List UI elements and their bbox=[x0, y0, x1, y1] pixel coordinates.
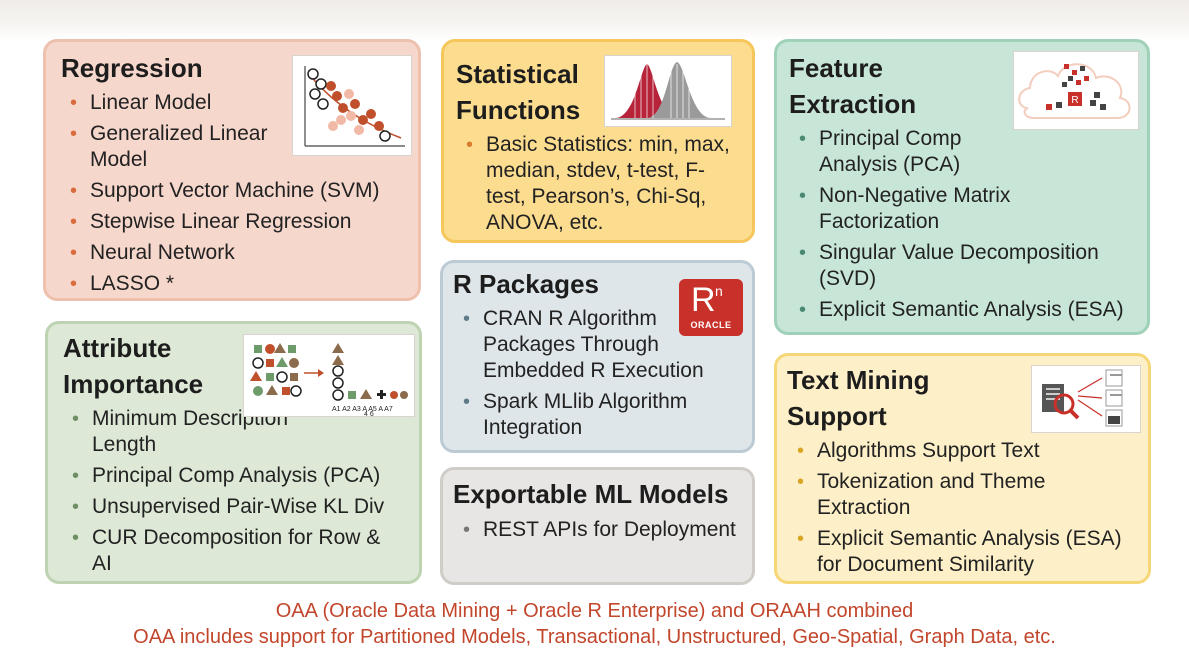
rpackages-list: CRAN R Algorithm Packages Through Embedd… bbox=[455, 306, 745, 446]
footer-line-2: OAA includes support for Partitioned Mod… bbox=[133, 626, 1056, 648]
list-item: Explicit Semantic Analysis (ESA) bbox=[791, 297, 1131, 323]
footer-line-1: OAA (Oracle Data Mining + Oracle R Enter… bbox=[275, 600, 914, 622]
list-item: Principal Comp Analysis (PCA) bbox=[64, 463, 409, 489]
list-item: Algorithms Support Text bbox=[789, 438, 1144, 464]
textmining-list: Algorithms Support Text Tokenization and… bbox=[789, 438, 1144, 583]
statistical-title-line1: Statistical bbox=[456, 59, 579, 89]
list-item: Basic Statistics: min, max, median, stde… bbox=[458, 132, 743, 236]
list-item: CUR Decomposition for Row & AI bbox=[64, 525, 392, 577]
svg-text:R: R bbox=[1071, 95, 1078, 106]
list-item: Stepwise Linear Regression bbox=[62, 209, 402, 235]
distribution-curve-icon bbox=[611, 62, 725, 120]
document-search-icon bbox=[1042, 369, 1123, 427]
list-item: Non-Negative Matrix Factorization bbox=[791, 183, 1049, 235]
list-item: Unsupervised Pair-Wise KL Div bbox=[64, 494, 409, 520]
feature-title-line2: Extraction bbox=[789, 89, 917, 119]
header-band bbox=[0, 0, 1189, 40]
feature-extraction-panel: Feature Extraction Principal Comp Analys… bbox=[774, 39, 1150, 335]
statistical-title-line2: Functions bbox=[456, 95, 581, 125]
attribute-thumbnail: A1 A2 A3 A A5 A A7 4 6 bbox=[243, 334, 415, 418]
feature-title-line1: Feature bbox=[789, 53, 883, 83]
attribute-title-line2: Importance bbox=[63, 369, 204, 399]
feature-cloud-thumbnail: R bbox=[1013, 51, 1139, 130]
attribute-list: Minimum Description Length Principal Com… bbox=[64, 406, 409, 582]
distribution-thumbnail bbox=[604, 55, 732, 127]
list-item: REST APIs for Deployment bbox=[455, 517, 750, 543]
attribute-importance-panel: Attribute Importance Minimum Description… bbox=[45, 321, 422, 584]
list-item: Principal Comp Analysis (PCA) bbox=[791, 126, 1009, 178]
regression-panel: Regression Linear Model Generalized Line… bbox=[43, 39, 421, 301]
list-item: Minimum Description Length bbox=[64, 406, 302, 458]
exportable-models-panel: Exportable ML Models REST APIs for Deplo… bbox=[440, 467, 755, 585]
scatter-plot-icon bbox=[304, 66, 405, 147]
r-packages-panel: R Packages CRAN R Algorithm Packages Thr… bbox=[440, 260, 755, 453]
exportable-title: Exportable ML Models bbox=[453, 479, 729, 509]
attribute-title-line1: Attribute bbox=[63, 333, 172, 363]
regression-list: Linear Model Generalized Linear Model Su… bbox=[62, 90, 402, 302]
oracle-r-logo-wordmark: ORACLE bbox=[690, 320, 732, 330]
statistical-list: Basic Statistics: min, max, median, stde… bbox=[458, 132, 743, 241]
list-item: LASSO * bbox=[62, 271, 402, 297]
oracle-r-logo-superscript: n bbox=[715, 283, 723, 299]
list-item: CRAN R Algorithm Packages Through Embedd… bbox=[455, 306, 733, 384]
list-item: Generalized Linear Model bbox=[62, 121, 290, 173]
text-mining-thumbnail bbox=[1031, 365, 1141, 433]
list-item: Singular Value Decomposition (SVD) bbox=[791, 240, 1129, 292]
list-item: Neural Network bbox=[62, 240, 402, 266]
oracle-r-logo: R n ORACLE bbox=[679, 279, 743, 336]
regression-scatter-thumbnail bbox=[292, 55, 412, 156]
list-item: Support Vector Machine (SVM) bbox=[62, 178, 402, 204]
feature-list: Principal Comp Analysis (PCA) Non-Negati… bbox=[791, 126, 1131, 328]
rpackages-title: R Packages bbox=[453, 269, 599, 299]
svg-text:A1 A2 A3 A A5 A A7: A1 A2 A3 A A5 A A7 bbox=[332, 406, 393, 413]
svg-text:4 6: 4 6 bbox=[364, 411, 374, 416]
text-mining-panel: Text Mining Support Algorithms Support T… bbox=[774, 353, 1151, 584]
textmining-title-line2: Support bbox=[787, 401, 887, 431]
exportable-list: REST APIs for Deployment bbox=[455, 517, 750, 548]
oracle-r-logo-letter: R bbox=[691, 281, 716, 319]
list-item: Explicit Semantic Analysis (ESA) for Doc… bbox=[789, 526, 1144, 578]
list-item: Linear Model bbox=[62, 90, 402, 116]
statistical-functions-panel: Statistical Functions Basic Statistics: … bbox=[441, 39, 755, 243]
cloud-data-icon: R bbox=[1018, 63, 1131, 119]
list-item: Tokenization and Theme Extraction bbox=[789, 469, 1087, 521]
attribute-ranking-icon: A1 A2 A3 A A5 A A7 4 6 bbox=[250, 343, 408, 418]
textmining-title-line1: Text Mining bbox=[787, 365, 930, 395]
list-item: Spark MLlib Algorithm Integration bbox=[455, 389, 733, 441]
regression-title: Regression bbox=[61, 53, 203, 83]
